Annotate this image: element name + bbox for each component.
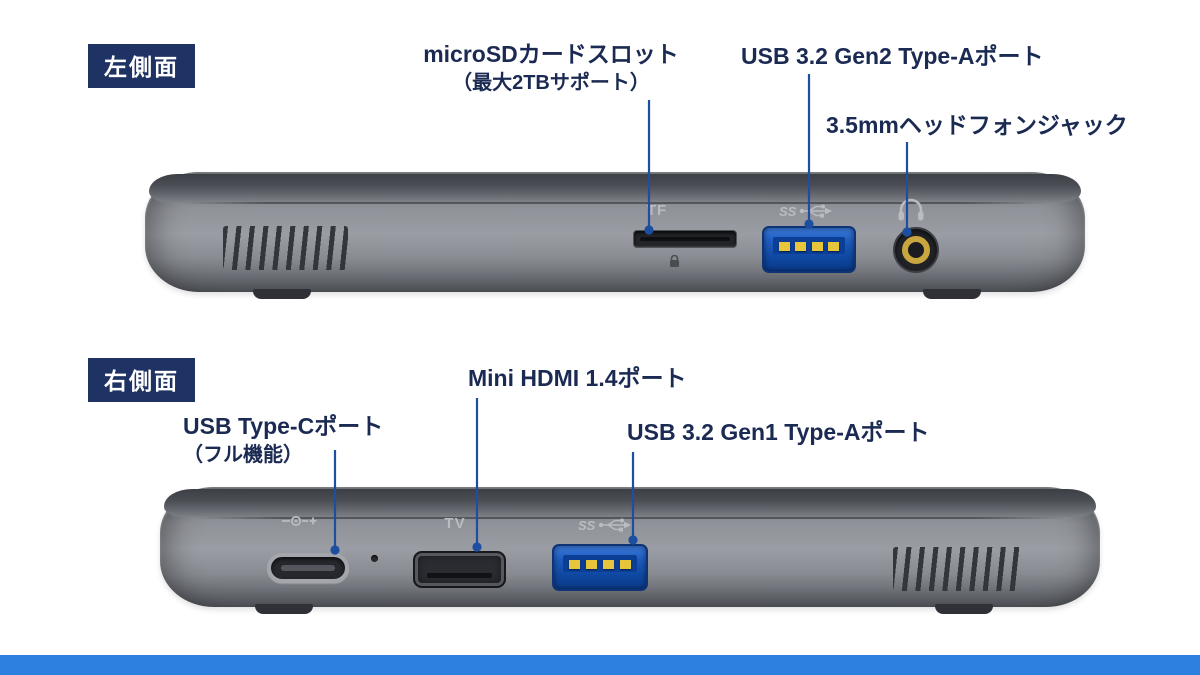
usb-superspeed-icon: SS — [779, 204, 832, 219]
device-seam — [194, 517, 1066, 519]
usb-contact — [795, 242, 807, 251]
usb-c-port — [267, 553, 349, 583]
usb-tongue — [773, 237, 845, 254]
device-right-side-view: TV SS — [160, 487, 1100, 614]
lock-icon — [670, 255, 679, 267]
label-usb-gen1: USB 3.2 Gen1 Type-Aポート — [627, 419, 930, 445]
headphone-jack-port — [893, 227, 939, 273]
vent-grille — [223, 226, 348, 270]
usb-contact — [827, 242, 839, 251]
reset-pinhole — [371, 555, 378, 562]
jack-gold-ring — [902, 236, 930, 264]
label-microsd: microSDカードスロット （最大2TBサポート） — [415, 40, 687, 98]
label-microsd-line1: microSDカードスロット — [423, 41, 679, 67]
label-usb-c-line2: （フル機能） — [183, 444, 303, 466]
usb-a-gen2-port — [762, 226, 856, 273]
usb-a-gen1-port — [552, 544, 648, 591]
vent-grille — [893, 547, 1021, 591]
usb-ss-text: SS — [578, 518, 596, 533]
device-lid-edge — [149, 174, 1081, 202]
label-usb-c: USB Type-Cポート （フル機能） — [183, 412, 383, 470]
usb-contact — [811, 242, 823, 251]
tf-slot-marking: TF — [646, 202, 668, 219]
device-foot — [935, 604, 993, 614]
usb-contact — [620, 560, 631, 569]
label-microsd-line2: （最大2TBサポート） — [452, 72, 650, 94]
usb-superspeed-icon: SS — [578, 518, 631, 533]
usb-ss-text: SS — [779, 204, 797, 219]
usb-contact — [569, 560, 580, 569]
label-usb-c-line1: USB Type-Cポート — [183, 413, 384, 439]
usb-contact — [586, 560, 597, 569]
label-mini-hdmi: Mini HDMI 1.4ポート — [468, 365, 687, 391]
device-seam — [179, 202, 1051, 204]
microsd-card-slot — [633, 230, 737, 248]
hdmi-tongue — [427, 573, 492, 578]
label-usb-gen2: USB 3.2 Gen2 Type-Aポート — [741, 43, 1044, 69]
device-left-side-view: TF SS — [145, 172, 1085, 299]
badge-right-side: 右側面 — [88, 358, 195, 402]
badge-left-side: 左側面 — [88, 44, 195, 88]
dc-in-icon — [282, 515, 317, 527]
mini-hdmi-port — [413, 551, 506, 588]
headphone-icon — [898, 198, 924, 221]
device-foot — [253, 289, 311, 299]
device-foot — [255, 604, 313, 614]
tv-hdmi-marking: TV — [444, 515, 466, 532]
microsd-slot-opening — [640, 237, 730, 241]
usb-contact — [603, 560, 614, 569]
usb-c-tongue — [281, 565, 335, 571]
device-lid-edge — [164, 489, 1096, 517]
usb-tongue — [563, 555, 637, 572]
device-foot — [923, 289, 981, 299]
bottom-accent-bar — [0, 655, 1200, 675]
label-headphone-jack: 3.5mmヘッドフォンジャック — [826, 112, 1128, 138]
usb-contact — [779, 242, 790, 251]
